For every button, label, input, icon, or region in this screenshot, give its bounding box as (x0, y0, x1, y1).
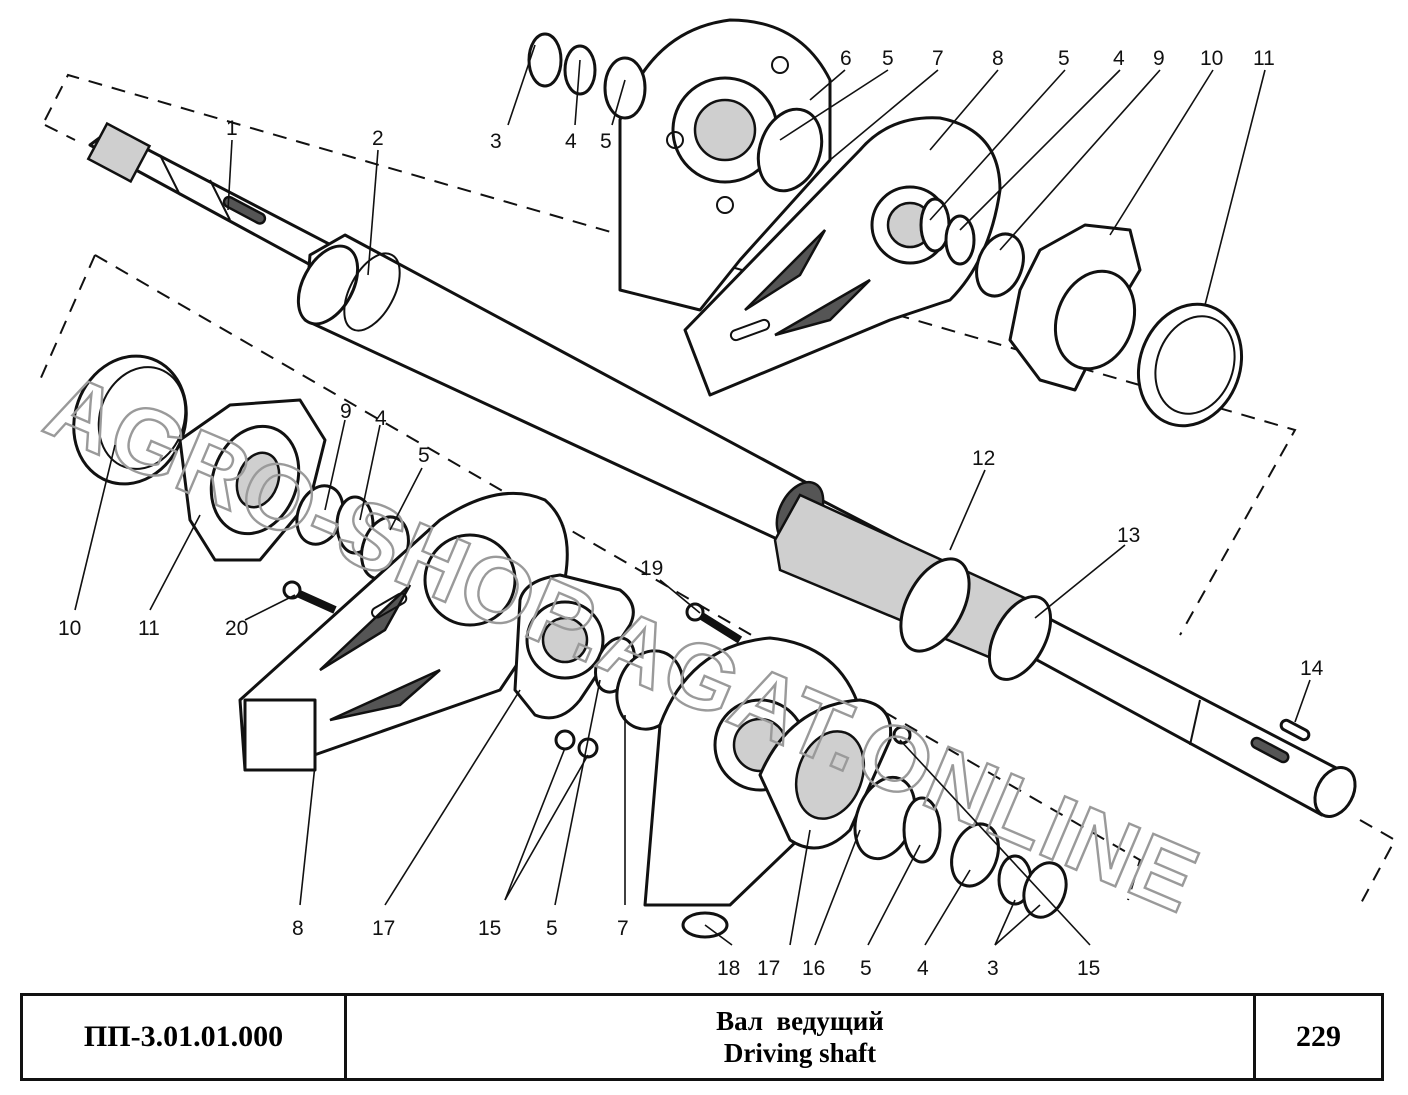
callout-10: 10 (1200, 47, 1223, 70)
callout-10: 10 (58, 617, 81, 640)
callout-9: 9 (340, 400, 352, 423)
callout-7: 7 (617, 917, 629, 940)
callout-4: 4 (1113, 47, 1125, 70)
callout-5: 5 (600, 130, 612, 153)
callout-2: 2 (372, 127, 384, 150)
callout-9: 9 (1153, 47, 1165, 70)
callout-4: 4 (565, 130, 577, 153)
right-ring (1136, 302, 1244, 428)
callout-17: 17 (372, 917, 395, 940)
shaft-key (1279, 718, 1311, 742)
callout-5: 5 (1058, 47, 1070, 70)
callout-4: 4 (917, 957, 929, 980)
bolts (282, 580, 912, 759)
callout-5: 5 (418, 444, 430, 467)
callout-17: 17 (757, 957, 780, 980)
callout-20: 20 (225, 617, 248, 640)
callout-7: 7 (932, 47, 944, 70)
callout-15: 15 (1077, 957, 1100, 980)
callout-3: 3 (987, 957, 999, 980)
leader-lines (74, 44, 1311, 946)
callout-14: 14 (1300, 657, 1324, 680)
callout-4: 4 (375, 407, 387, 430)
lower-right-bearings (853, 775, 1068, 919)
lower-bearing-housing (643, 636, 862, 939)
callout-16: 16 (802, 957, 825, 980)
part-callouts: 1 2 3 4 5 6 5 7 8 5 4 9 10 11 9 4 5 10 1… (58, 47, 1324, 980)
callout-5: 5 (860, 957, 872, 980)
title-block: ПП-3.01.01.000 Вал ведущий Driving shaft… (20, 993, 1384, 1081)
page-number: 229 (1296, 1020, 1341, 1053)
left-bearings (295, 484, 410, 581)
left-sprocket (178, 398, 327, 562)
spline-coupling (773, 493, 1053, 681)
callout-12: 12 (972, 447, 995, 470)
callout-11: 11 (138, 617, 160, 640)
upper-bearing-housing (618, 18, 832, 312)
left-flange (513, 573, 635, 720)
right-sprocket (1008, 223, 1142, 392)
callout-13: 13 (1117, 524, 1140, 547)
callout-5: 5 (882, 47, 894, 70)
callout-8: 8 (992, 47, 1004, 70)
callout-11: 11 (1253, 47, 1275, 70)
drawing-title: Вал ведущий Driving shaft (347, 996, 1256, 1078)
callout-1: 1 (226, 117, 238, 140)
assembly-guide-lines (39, 73, 1397, 906)
drawing-code: ПП-3.01.01.000 (23, 996, 347, 1078)
title-russian: Вал ведущий (716, 1006, 884, 1036)
callout-18: 18 (717, 957, 740, 980)
callout-19: 19 (640, 557, 663, 580)
callout-3: 3 (490, 130, 502, 153)
lower-bracket (238, 491, 569, 772)
callout-15: 15 (478, 917, 501, 940)
title-english: Driving shaft (723, 1038, 877, 1068)
callout-5: 5 (546, 917, 558, 940)
callout-8: 8 (292, 917, 304, 940)
callout-6: 6 (840, 47, 852, 70)
exploded-assembly-drawing: AGRO-SHOP.AGAT.ONLINE (31, 18, 1397, 980)
